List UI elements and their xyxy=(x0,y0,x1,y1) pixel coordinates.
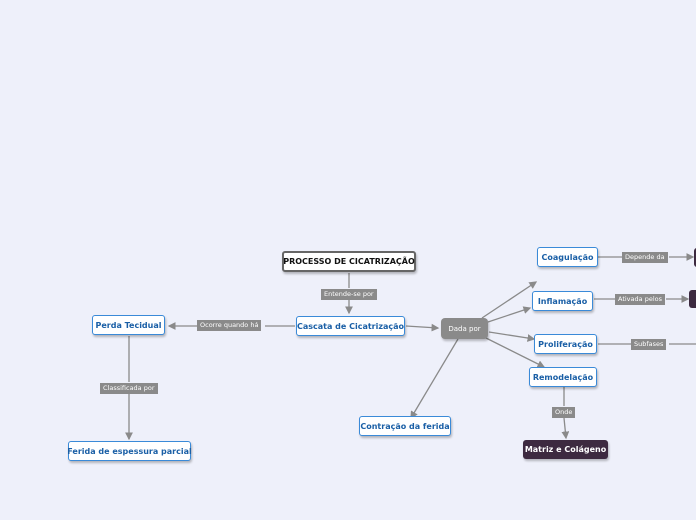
connector-dadapor-inflamacao xyxy=(487,306,532,323)
connector-cascata-dadapor xyxy=(405,323,440,332)
offscreen-node-ativada xyxy=(689,290,696,308)
node-dada-por[interactable]: Dada por xyxy=(441,318,488,339)
connector-dadapor-coagulacao xyxy=(481,281,538,319)
node-cascata[interactable]: Cascata de Cicatrização xyxy=(296,316,405,336)
node-contracao[interactable]: Contração da ferida xyxy=(359,416,451,436)
node-remodelacao[interactable]: Remodelação xyxy=(529,367,597,387)
link-label-onde[interactable]: Onde xyxy=(552,407,576,418)
node-ferida-parcial[interactable]: Ferida de espessura parcial xyxy=(67,441,192,461)
node-root[interactable]: PROCESSO DE CICATRIZAÇÃO xyxy=(282,251,416,272)
connector-dadapor-proliferacao xyxy=(488,331,536,342)
link-label-subfases[interactable]: Subfases xyxy=(631,339,667,350)
connector-dadapor-remodelacao xyxy=(485,337,546,368)
connector-dadapor-contracao xyxy=(410,338,459,420)
link-label-classificada[interactable]: Classificada por xyxy=(100,383,158,394)
link-label-ocorre[interactable]: Ocorre quando há xyxy=(197,320,262,331)
link-label-depende[interactable]: Depende da xyxy=(622,252,668,263)
connector-onde-matriz xyxy=(561,417,570,440)
link-label-ativada[interactable]: Ativada pelos xyxy=(615,294,665,305)
node-matriz-colageno[interactable]: Matriz e Colágeno xyxy=(523,440,608,459)
node-perda-tecidual[interactable]: Perda Tecidual xyxy=(92,315,165,335)
node-coagulacao[interactable]: Coagulação xyxy=(537,247,598,267)
node-proliferacao[interactable]: Proliferação xyxy=(534,334,597,354)
link-label-entende[interactable]: Entende-se por xyxy=(321,289,377,300)
node-inflamacao[interactable]: Inflamação xyxy=(532,291,593,311)
